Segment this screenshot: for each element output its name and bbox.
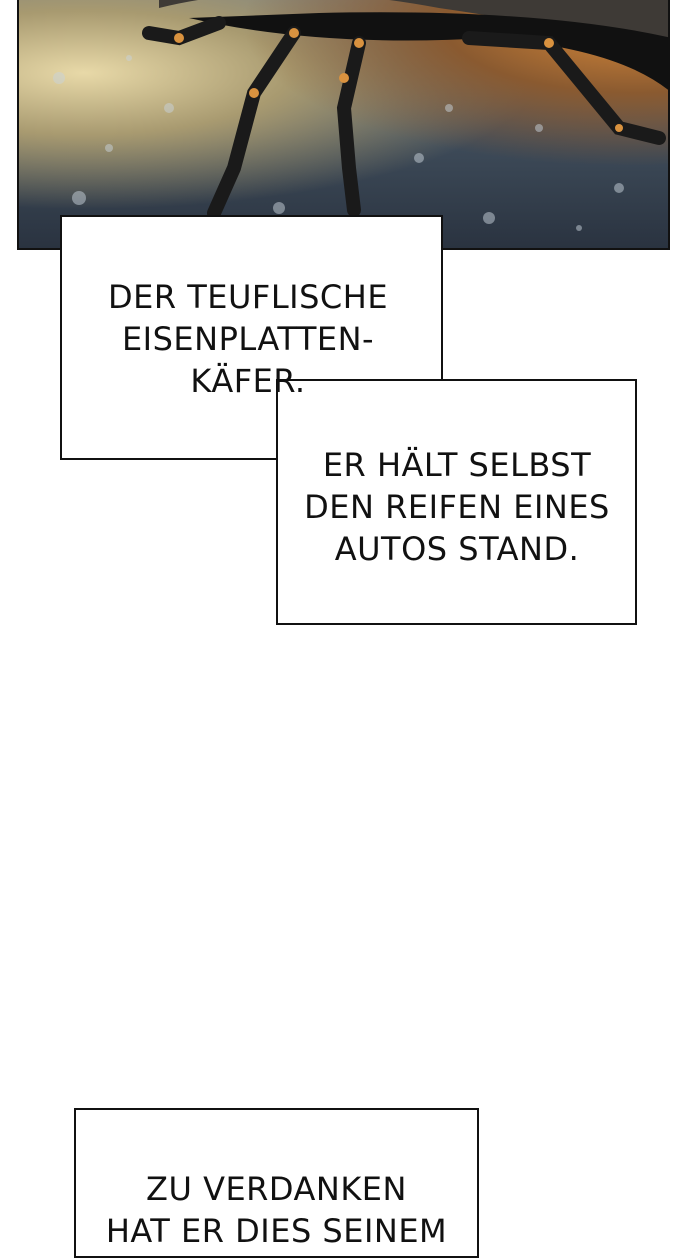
- beetle-illustration: [53, 0, 668, 231]
- caption-text-2: ER HÄLT SELBST DEN REIFEN EINES AUTOS ST…: [304, 446, 610, 568]
- illustration-panel: [17, 0, 670, 250]
- caption-text-1: DER TEUFLISCHE EISENPLATTEN- KÄFER.: [107, 278, 389, 400]
- caption-text-3: ZU VERDANKEN HAT ER DIES SEINEM: [105, 1170, 448, 1250]
- caption-merge-patch: [278, 381, 441, 458]
- caption-box-3: [74, 1108, 479, 1258]
